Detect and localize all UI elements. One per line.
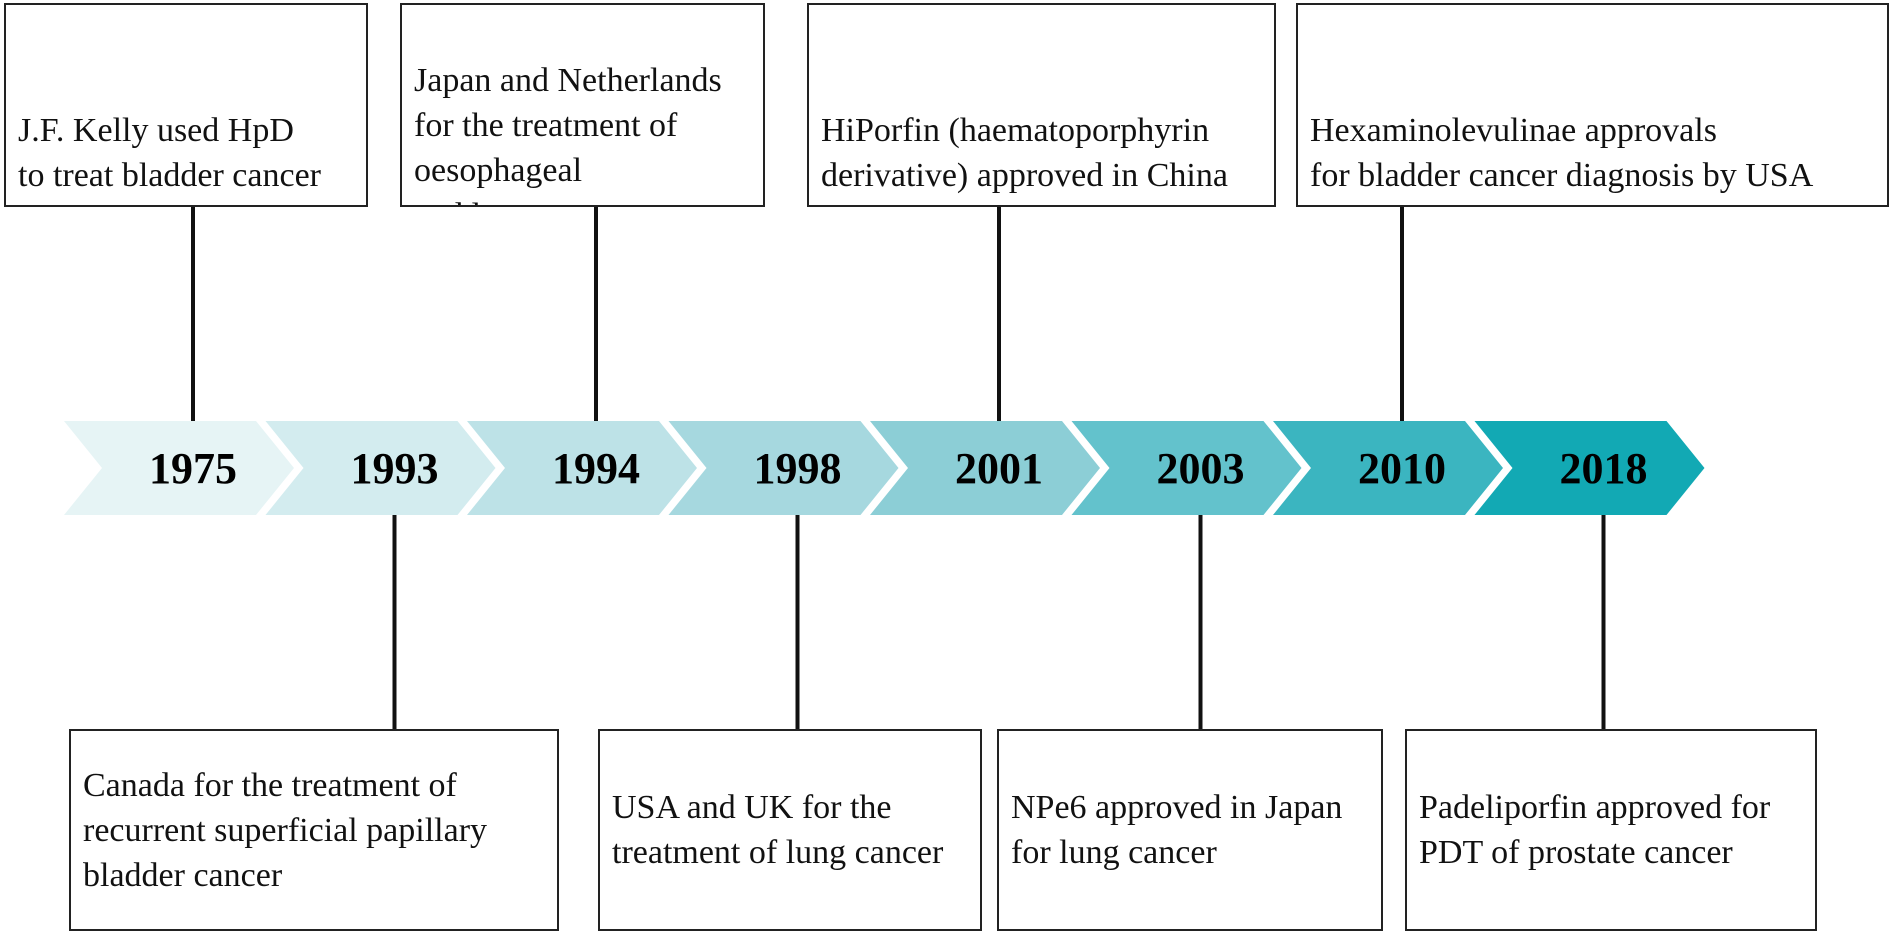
event-text-2001: HiPorfin (haematoporphyrin derivative) a… — [821, 112, 1228, 194]
event-text-1998: USA and UK for the treatment of lung can… — [612, 789, 944, 871]
event-box-2003: NPe6 approved in Japan for lung cancer — [997, 729, 1383, 931]
event-box-2010: Hexaminolevulinae approvals for bladder … — [1296, 3, 1889, 207]
event-box-1994: Japan and Netherlands for the treatment … — [400, 3, 765, 207]
event-box-1975: J.F. Kelly used HpD to treat bladder can… — [4, 3, 368, 207]
event-text-1975: J.F. Kelly used HpD to treat bladder can… — [18, 112, 321, 194]
event-text-2010: Hexaminolevulinae approvals for bladder … — [1310, 112, 1814, 194]
year-label-2001: 2001 — [955, 444, 1043, 493]
year-chevron-1975 — [64, 421, 294, 515]
event-box-2001: HiPorfin (haematoporphyrin derivative) a… — [807, 3, 1276, 207]
event-text-2003: NPe6 approved in Japan for lung cancer — [1011, 789, 1343, 871]
year-label-1994: 1994 — [552, 444, 640, 493]
event-text-1994: Japan and Netherlands for the treatment … — [414, 62, 722, 205]
year-chevron-1998 — [668, 421, 899, 515]
year-chevron-2018 — [1474, 421, 1705, 515]
event-text-1993: Canada for the treatment of recurrent su… — [83, 766, 488, 894]
year-chevron-1993 — [265, 421, 496, 515]
event-box-2018: Padeliporfin approved for PDT of prostat… — [1405, 729, 1817, 931]
year-label-1993: 1993 — [351, 444, 439, 493]
year-chevron-2001 — [870, 421, 1100, 515]
event-text-2018: Padeliporfin approved for PDT of prostat… — [1419, 789, 1771, 871]
year-chevron-2003 — [1071, 421, 1302, 515]
year-label-1998: 1998 — [754, 444, 842, 493]
year-arrow-band: 1975 1993 1994 1998 2001 2003 2010 2018 — [64, 421, 1705, 515]
event-box-1998: USA and UK for the treatment of lung can… — [598, 729, 982, 931]
year-label-2010: 2010 — [1358, 444, 1446, 493]
year-label-1975: 1975 — [149, 444, 237, 493]
year-chevron-1994 — [467, 421, 697, 515]
year-label-2018: 2018 — [1560, 444, 1648, 493]
year-label-2003: 2003 — [1157, 444, 1245, 493]
year-chevron-2010 — [1273, 421, 1503, 515]
event-box-1993: Canada for the treatment of recurrent su… — [69, 729, 559, 931]
